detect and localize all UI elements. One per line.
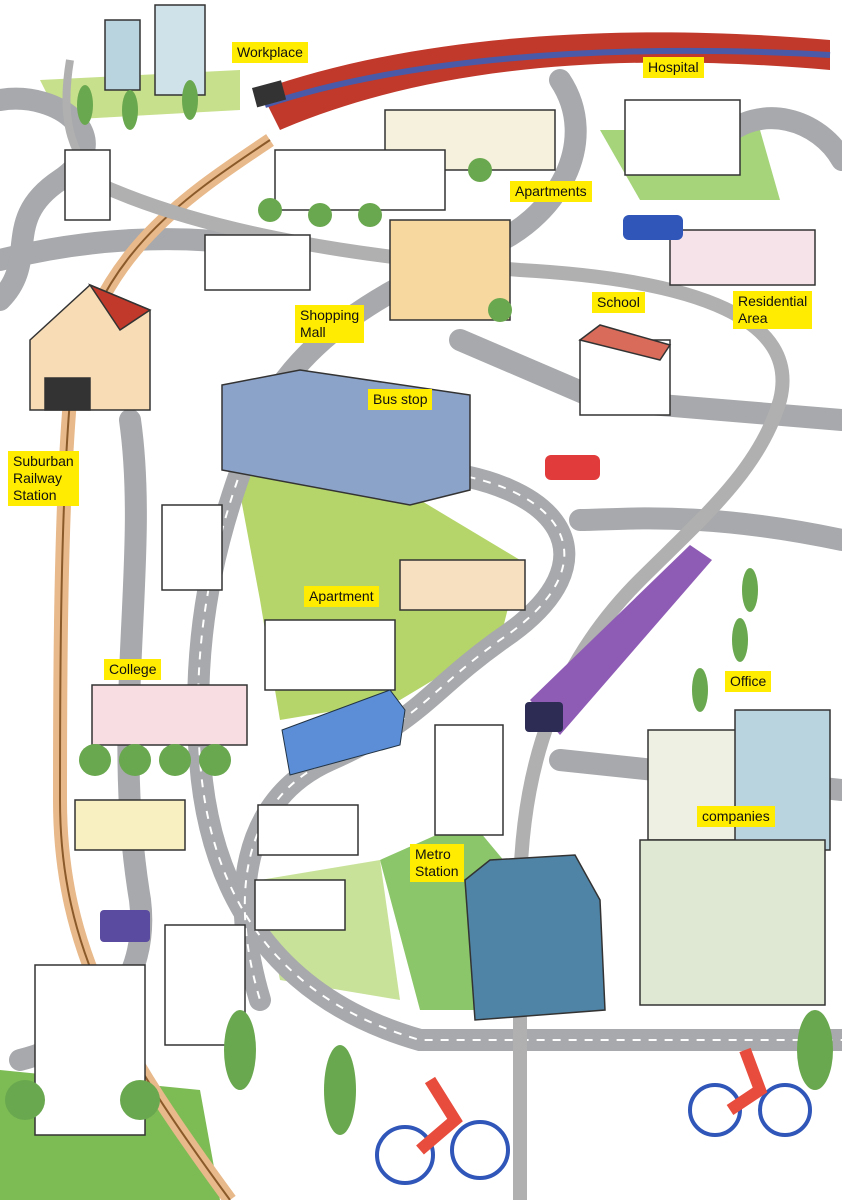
trees bbox=[5, 80, 833, 1135]
metro-train bbox=[525, 545, 712, 735]
label-shopping-mall: Shopping Mall bbox=[295, 305, 365, 343]
cyclists bbox=[375, 1047, 812, 1185]
auto-rickshaw bbox=[100, 910, 150, 942]
blue-car bbox=[623, 215, 683, 240]
label-apartment: Apartment bbox=[304, 586, 379, 607]
label-workplace: Workplace bbox=[232, 42, 308, 63]
label-apartments: Apartments bbox=[510, 181, 592, 202]
label-college: College bbox=[104, 659, 162, 680]
label-companies: companies bbox=[697, 806, 775, 827]
label-bus-stop: Bus stop bbox=[368, 389, 433, 410]
red-car bbox=[545, 455, 600, 480]
label-metro-station: Metro Station bbox=[410, 844, 464, 882]
label-residential-area: Residential Area bbox=[733, 291, 813, 329]
buildings bbox=[29, 4, 831, 1136]
label-hospital: Hospital bbox=[643, 57, 704, 78]
vehicles bbox=[100, 215, 683, 942]
label-school: School bbox=[592, 292, 645, 313]
bus bbox=[281, 689, 406, 776]
label-suburban-railway-station: Suburban Railway Station bbox=[8, 451, 79, 506]
suburban-train bbox=[251, 32, 831, 130]
label-office: Office bbox=[725, 671, 772, 692]
road-markings bbox=[197, 419, 842, 1041]
